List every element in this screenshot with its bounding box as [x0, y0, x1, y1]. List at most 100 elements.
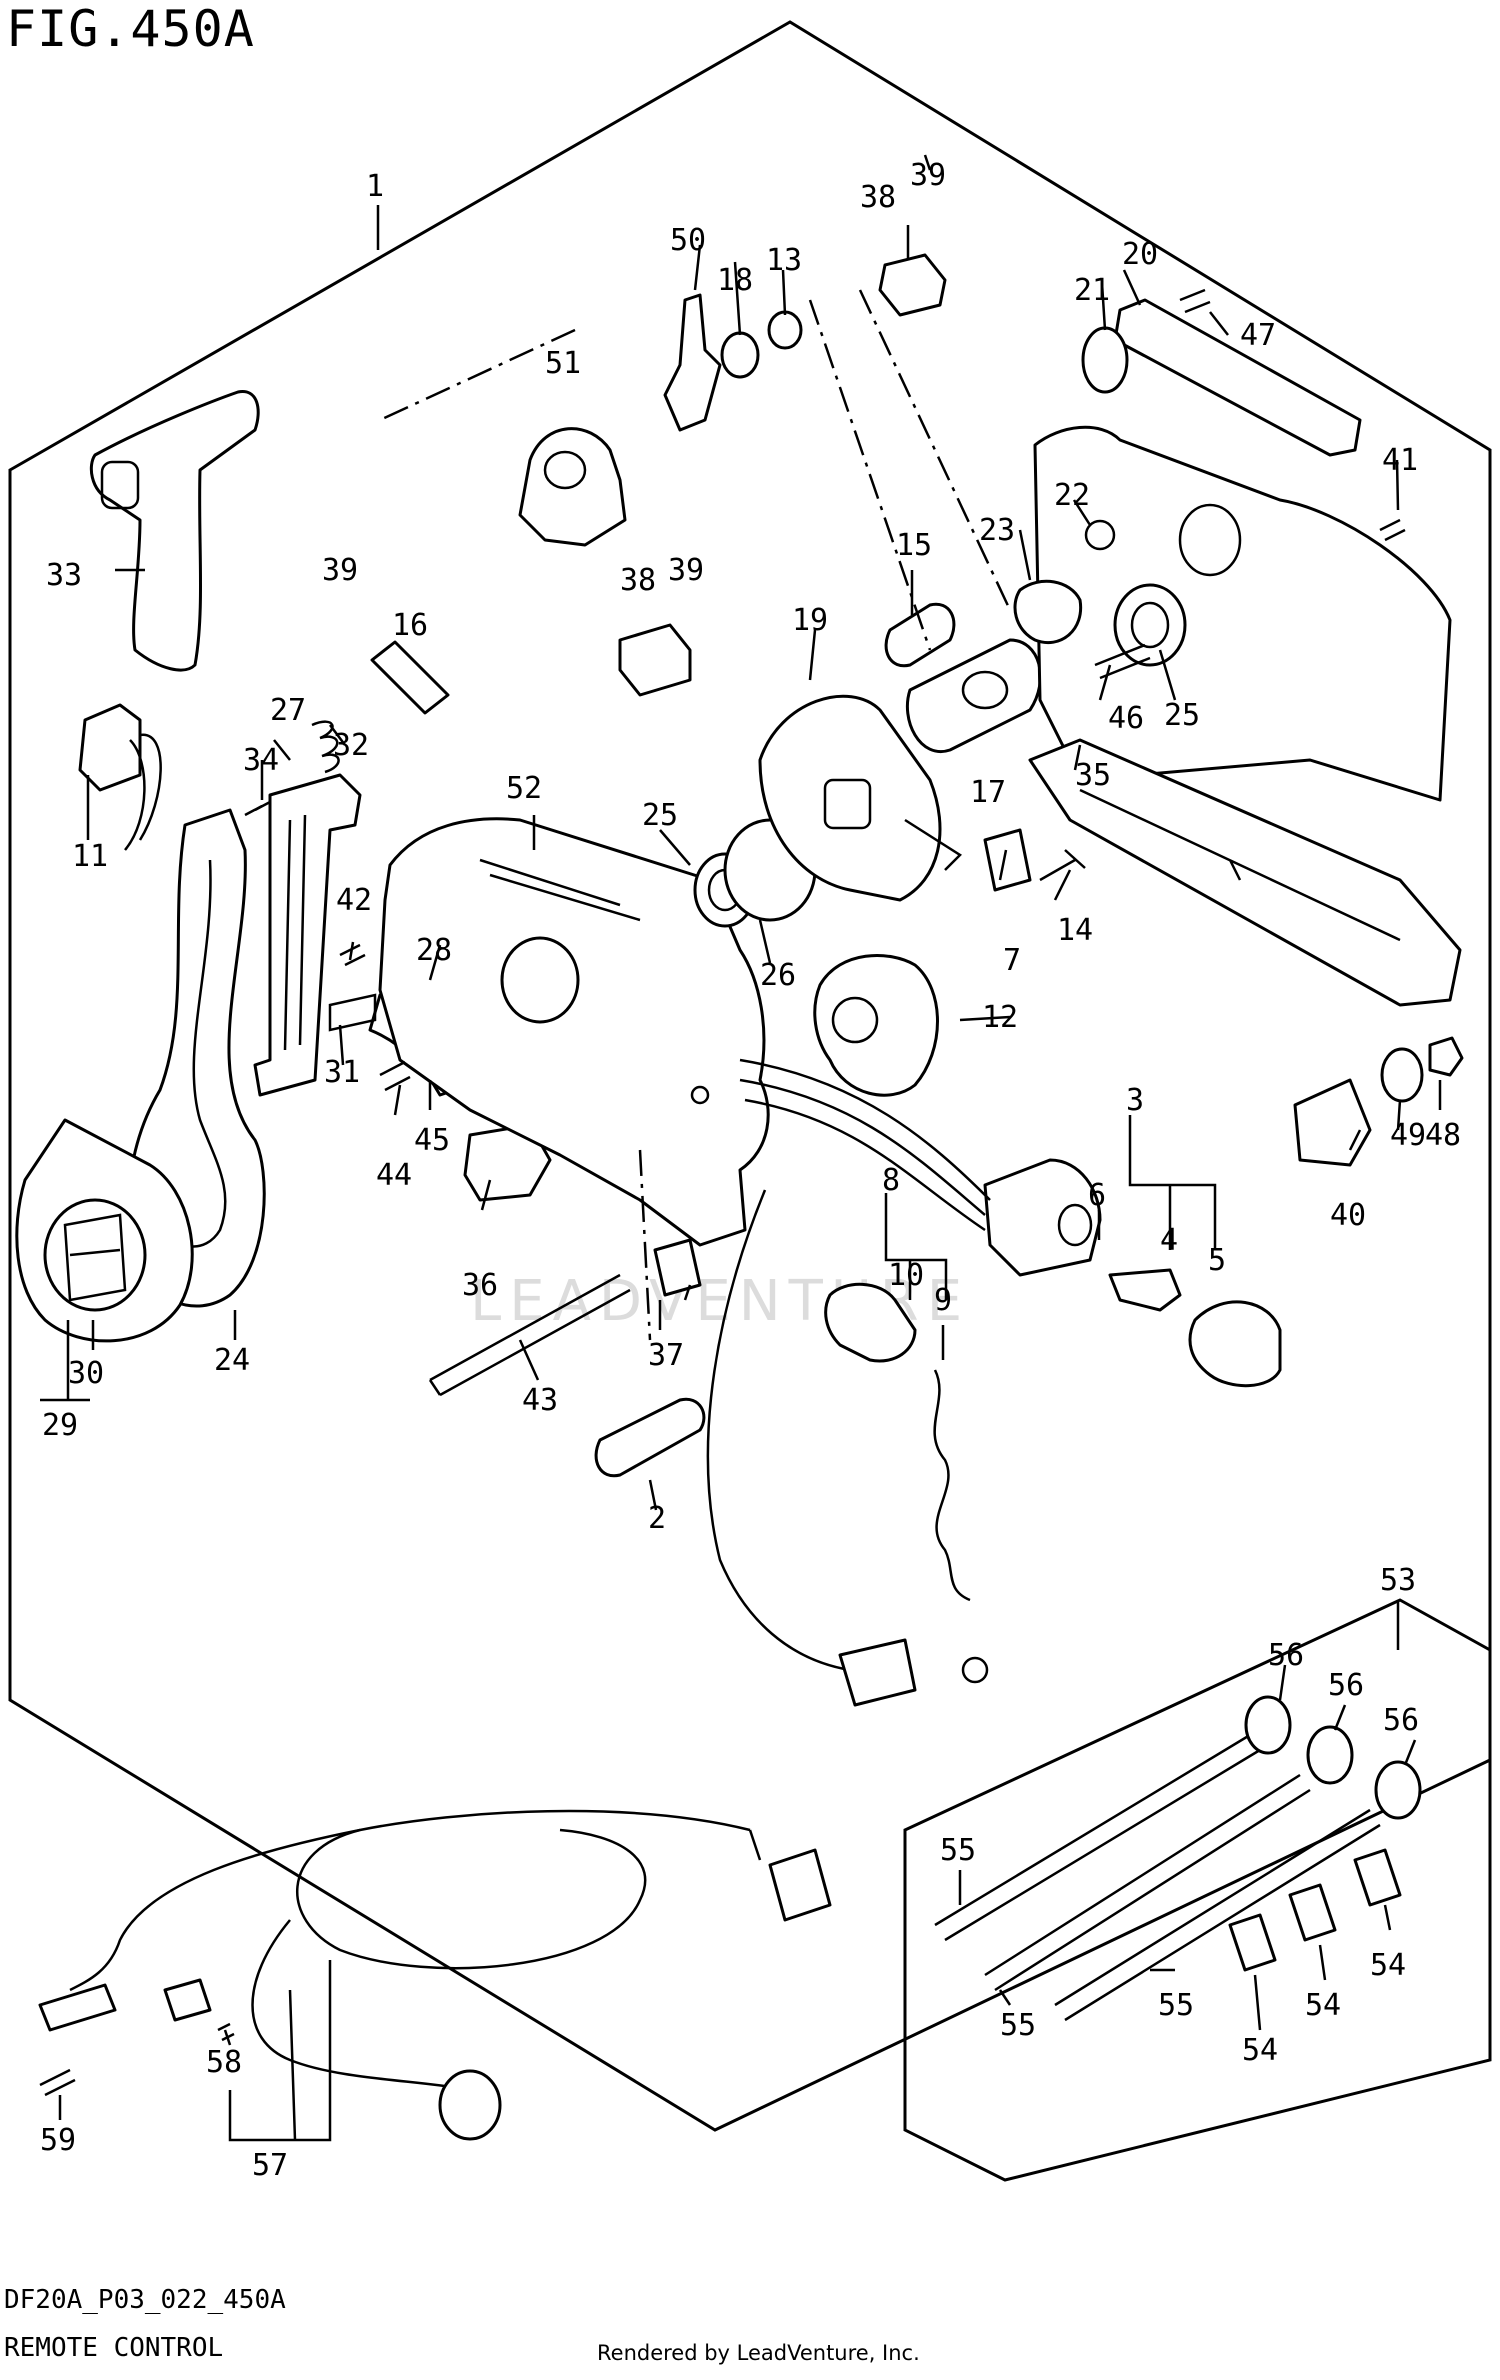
- callout-35[interactable]: 35: [1075, 758, 1111, 793]
- washer-22[interactable]: [1084, 519, 1116, 551]
- callout-37[interactable]: 37: [648, 1338, 684, 1373]
- bracket-38-lower[interactable]: [618, 623, 692, 697]
- callout-24[interactable]: 24: [214, 1343, 250, 1378]
- washer-49[interactable]: [1380, 1047, 1424, 1103]
- screw-34[interactable]: [244, 800, 271, 817]
- callout-57[interactable]: 57: [252, 2148, 288, 2183]
- lower-housing-half[interactable]: [1028, 738, 1462, 1007]
- callout-21[interactable]: 21: [1074, 273, 1110, 308]
- shaft-15[interactable]: [884, 602, 956, 668]
- callout-36[interactable]: 36: [462, 1268, 498, 1303]
- washer-13[interactable]: [767, 310, 803, 350]
- key-switch[interactable]: [983, 1158, 1102, 1277]
- spacer-54-middle[interactable]: [1288, 1883, 1337, 1942]
- stop-switch[interactable]: [824, 1282, 917, 1363]
- remote-control-housing[interactable]: [378, 817, 770, 1247]
- callout-27[interactable]: 27: [270, 693, 306, 728]
- washer-56-right[interactable]: [1374, 1760, 1422, 1820]
- callout-15[interactable]: 15: [896, 528, 932, 563]
- callout-23[interactable]: 23: [979, 513, 1015, 548]
- callout-32[interactable]: 32: [333, 728, 369, 763]
- fuse-holder[interactable]: [163, 1978, 212, 2022]
- washer-56-left[interactable]: [1244, 1695, 1292, 1755]
- callout-9[interactable]: 9: [934, 1283, 952, 1318]
- harness-connector[interactable]: [838, 1638, 917, 1707]
- callout-6[interactable]: 6: [1088, 1178, 1106, 1213]
- collar-18[interactable]: [720, 331, 760, 379]
- bolt-55-lower[interactable]: [1054, 1808, 1381, 2022]
- round-connector[interactable]: [438, 2069, 502, 2141]
- callout-17[interactable]: 17: [970, 775, 1006, 810]
- callout-54-right[interactable]: 54: [1370, 1948, 1406, 1983]
- bolt-55-middle[interactable]: [984, 1773, 1311, 1992]
- screw-14[interactable]: [1039, 849, 1086, 882]
- callout-30[interactable]: 30: [68, 1356, 104, 1391]
- screw-41[interactable]: [1379, 518, 1406, 542]
- neutral-switch[interactable]: [78, 703, 142, 792]
- screw-47[interactable]: [1179, 288, 1211, 314]
- callout-53[interactable]: 53: [1380, 1563, 1416, 1598]
- callout-40[interactable]: 40: [1330, 1198, 1366, 1233]
- callout-1[interactable]: 1: [366, 169, 384, 204]
- callout-5[interactable]: 5: [1208, 1243, 1226, 1278]
- spacer-54-right[interactable]: [1353, 1848, 1402, 1907]
- spacer-54-left[interactable]: [1228, 1913, 1277, 1972]
- ignition-key[interactable]: [1108, 1268, 1182, 1312]
- callout-55-upper[interactable]: 55: [940, 1833, 976, 1868]
- pin[interactable]: [370, 640, 450, 715]
- callout-38-upper[interactable]: 38: [860, 180, 896, 215]
- callout-41[interactable]: 41: [1382, 443, 1418, 478]
- bolt-55-upper[interactable]: [934, 1733, 1261, 1942]
- callout-59[interactable]: 59: [40, 2123, 76, 2158]
- callout-25-left[interactable]: 25: [642, 798, 678, 833]
- callout-4[interactable]: 4: [1160, 1223, 1178, 1258]
- detent-arm[interactable]: [663, 293, 722, 432]
- callout-43[interactable]: 43: [522, 1383, 558, 1418]
- callout-28[interactable]: 28: [416, 933, 452, 968]
- callout-51[interactable]: 51: [545, 346, 581, 381]
- washer-56-middle[interactable]: [1306, 1725, 1354, 1785]
- gear-plate[interactable]: [758, 694, 942, 902]
- bracket-38-upper[interactable]: [878, 253, 947, 317]
- switch-cap[interactable]: [1188, 1300, 1282, 1388]
- callout-56-middle[interactable]: 56: [1328, 1668, 1364, 1703]
- spacer-20[interactable]: [1113, 298, 1362, 457]
- callout-52[interactable]: 52: [506, 771, 542, 806]
- callout-39-mid[interactable]: 39: [668, 553, 704, 588]
- cap-40[interactable]: [1293, 1078, 1372, 1167]
- spring[interactable]: [311, 720, 340, 774]
- bushing-25-right[interactable]: [1113, 583, 1187, 667]
- callout-38-lower[interactable]: 38: [620, 563, 656, 598]
- callout-49[interactable]: 49: [1390, 1118, 1426, 1153]
- harness-plug[interactable]: [768, 1848, 832, 1922]
- callout-20[interactable]: 20: [1122, 237, 1158, 272]
- callout-39-left[interactable]: 39: [322, 553, 358, 588]
- gear-23[interactable]: [1013, 579, 1083, 645]
- screw-44[interactable]: [379, 1060, 411, 1092]
- micro-switch[interactable]: [983, 828, 1032, 892]
- screw-42[interactable]: [339, 943, 366, 967]
- callout-13[interactable]: 13: [766, 243, 802, 278]
- callout-31[interactable]: 31: [324, 1055, 360, 1090]
- callout-14[interactable]: 14: [1057, 913, 1093, 948]
- callout-48[interactable]: 48: [1425, 1118, 1461, 1153]
- callout-55-middle[interactable]: 55: [1158, 1988, 1194, 2023]
- callout-34[interactable]: 34: [243, 743, 279, 778]
- lanyard-cord[interactable]: [933, 1369, 971, 1602]
- callout-26[interactable]: 26: [760, 958, 796, 993]
- screw-59[interactable]: [39, 2068, 76, 2097]
- callout-54-left[interactable]: 54: [1242, 2033, 1278, 2068]
- callout-2[interactable]: 2: [648, 1501, 666, 1536]
- callout-50[interactable]: 50: [670, 223, 706, 258]
- callout-29[interactable]: 29: [42, 1408, 78, 1443]
- collar-21[interactable]: [1081, 326, 1129, 394]
- callout-47[interactable]: 47: [1240, 318, 1276, 353]
- callout-45[interactable]: 45: [414, 1123, 450, 1158]
- callout-44[interactable]: 44: [376, 1158, 412, 1193]
- callout-54-middle[interactable]: 54: [1305, 1988, 1341, 2023]
- callout-7[interactable]: 7: [1003, 943, 1021, 978]
- terminal-block[interactable]: [38, 1983, 117, 2032]
- callout-25-right[interactable]: 25: [1164, 698, 1200, 733]
- callout-18[interactable]: 18: [717, 263, 753, 298]
- long-screw-43[interactable]: [428, 1273, 631, 1397]
